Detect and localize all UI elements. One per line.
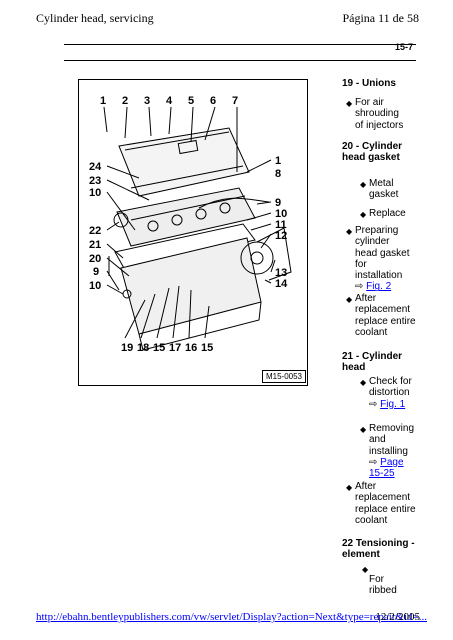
- bullet-icon: ◆: [360, 378, 367, 387]
- header-rule: [64, 44, 416, 45]
- fig2-link[interactable]: Fig. 2: [366, 281, 392, 293]
- callout-top: 4: [166, 95, 173, 107]
- bullet-text: For air shrouding of injectors: [355, 97, 404, 131]
- callout-top: 1: [100, 95, 106, 107]
- bullet-text: Check for distortion ⇨ Fig. 1: [369, 376, 417, 410]
- callout-bottom: 15: [201, 342, 213, 354]
- bullet-text: For ribbed: [369, 574, 397, 597]
- section-rule: [64, 60, 416, 61]
- bullet-text: After replacement replace entire coolant: [355, 293, 416, 338]
- fig1-link[interactable]: Fig. 1: [380, 398, 406, 410]
- link-arrow-icon: ⇨: [355, 281, 364, 293]
- callout-left: 10: [89, 280, 101, 292]
- callout-bottom: 19: [121, 342, 133, 354]
- callout-top: 3: [144, 95, 150, 107]
- page-header-title: Cylinder head, servicing: [36, 11, 154, 25]
- bullet-text-body: Check for distortion: [369, 376, 412, 399]
- print-date: 12/2/2005: [375, 611, 420, 623]
- section-page-number: 15-7: [394, 42, 413, 52]
- callout-right: 11: [275, 219, 287, 231]
- callout-top: 6: [210, 95, 216, 107]
- bullet-icon: ◆: [346, 295, 353, 304]
- bullet-text: Metal gasket: [369, 178, 399, 201]
- bullet-icon: ◆: [360, 210, 367, 219]
- bullet-icon: ◆: [346, 227, 353, 236]
- callout-right: 14: [275, 278, 288, 290]
- callout-bottom: 17: [169, 342, 181, 354]
- bullet-icon: ◆: [360, 180, 367, 189]
- callout-top: 5: [188, 95, 194, 107]
- bullet-text: Replace: [369, 208, 406, 219]
- bullet-text: Preparing cylinder head gasket for insta…: [355, 225, 413, 293]
- callout-left: 24: [89, 161, 102, 173]
- item-title-text: 20 - Cylinder head gasket: [342, 141, 403, 164]
- bullet-text: After replacement replace entire coolant: [355, 481, 416, 526]
- engine-figure: 1 2 3 4 5 6 7 24 23 10 22 21 20 9 10 1 8…: [78, 79, 308, 386]
- callout-left: 23: [89, 175, 101, 187]
- item-title: 19 - Unions: [342, 78, 396, 89]
- callout-right: 8: [275, 168, 281, 180]
- bullet-text-body: Preparing cylinder head gasket for insta…: [355, 225, 410, 282]
- callout-top: 2: [122, 95, 128, 107]
- callout-left: 10: [89, 187, 101, 199]
- callout-bottom: 15: [153, 342, 165, 354]
- callout-left: 22: [89, 225, 101, 237]
- item-title: 20 - Cylinder head gasket: [342, 141, 412, 164]
- page-15-25-link[interactable]: Page 15-25: [369, 456, 404, 480]
- callout-right: 9: [275, 197, 281, 209]
- link-arrow-icon: ⇨: [369, 456, 378, 468]
- callout-bottom: 16: [185, 342, 197, 354]
- bullet-icon: ◆: [346, 483, 353, 492]
- link-arrow-icon: ⇨: [369, 398, 378, 410]
- callout-right: 12: [275, 230, 287, 242]
- engine-illustration: 1 2 3 4 5 6 7 24 23 10 22 21 20 9 10 1 8…: [89, 95, 292, 354]
- page-counter: Página 11 de 58: [342, 11, 419, 25]
- callout-bottom: 18: [137, 342, 149, 354]
- figure-id-label: M15-0053: [262, 370, 306, 383]
- callout-left: 20: [89, 253, 101, 265]
- callout-right: 1: [275, 155, 281, 167]
- callout-right: 10: [275, 208, 287, 220]
- callout-left: 21: [89, 239, 101, 251]
- item-title: 21 - Cylinder head: [342, 351, 403, 374]
- callout-right: 13: [275, 267, 287, 279]
- source-url-link[interactable]: http://ebahn.bentleypublishers.com/vw/se…: [36, 611, 427, 623]
- bullet-icon: ◆: [360, 425, 367, 434]
- bullet-icon: ◆: [362, 565, 369, 574]
- callout-top: 7: [232, 95, 238, 107]
- bullet-icon: ◆: [346, 99, 353, 108]
- bullet-text: Removing and installing ⇨ Page 15-25: [369, 423, 417, 479]
- item-title: 22 Tensioning - element: [342, 538, 415, 561]
- callout-left: 9: [93, 266, 99, 278]
- bullet-text-body: Removing and installing: [369, 423, 415, 457]
